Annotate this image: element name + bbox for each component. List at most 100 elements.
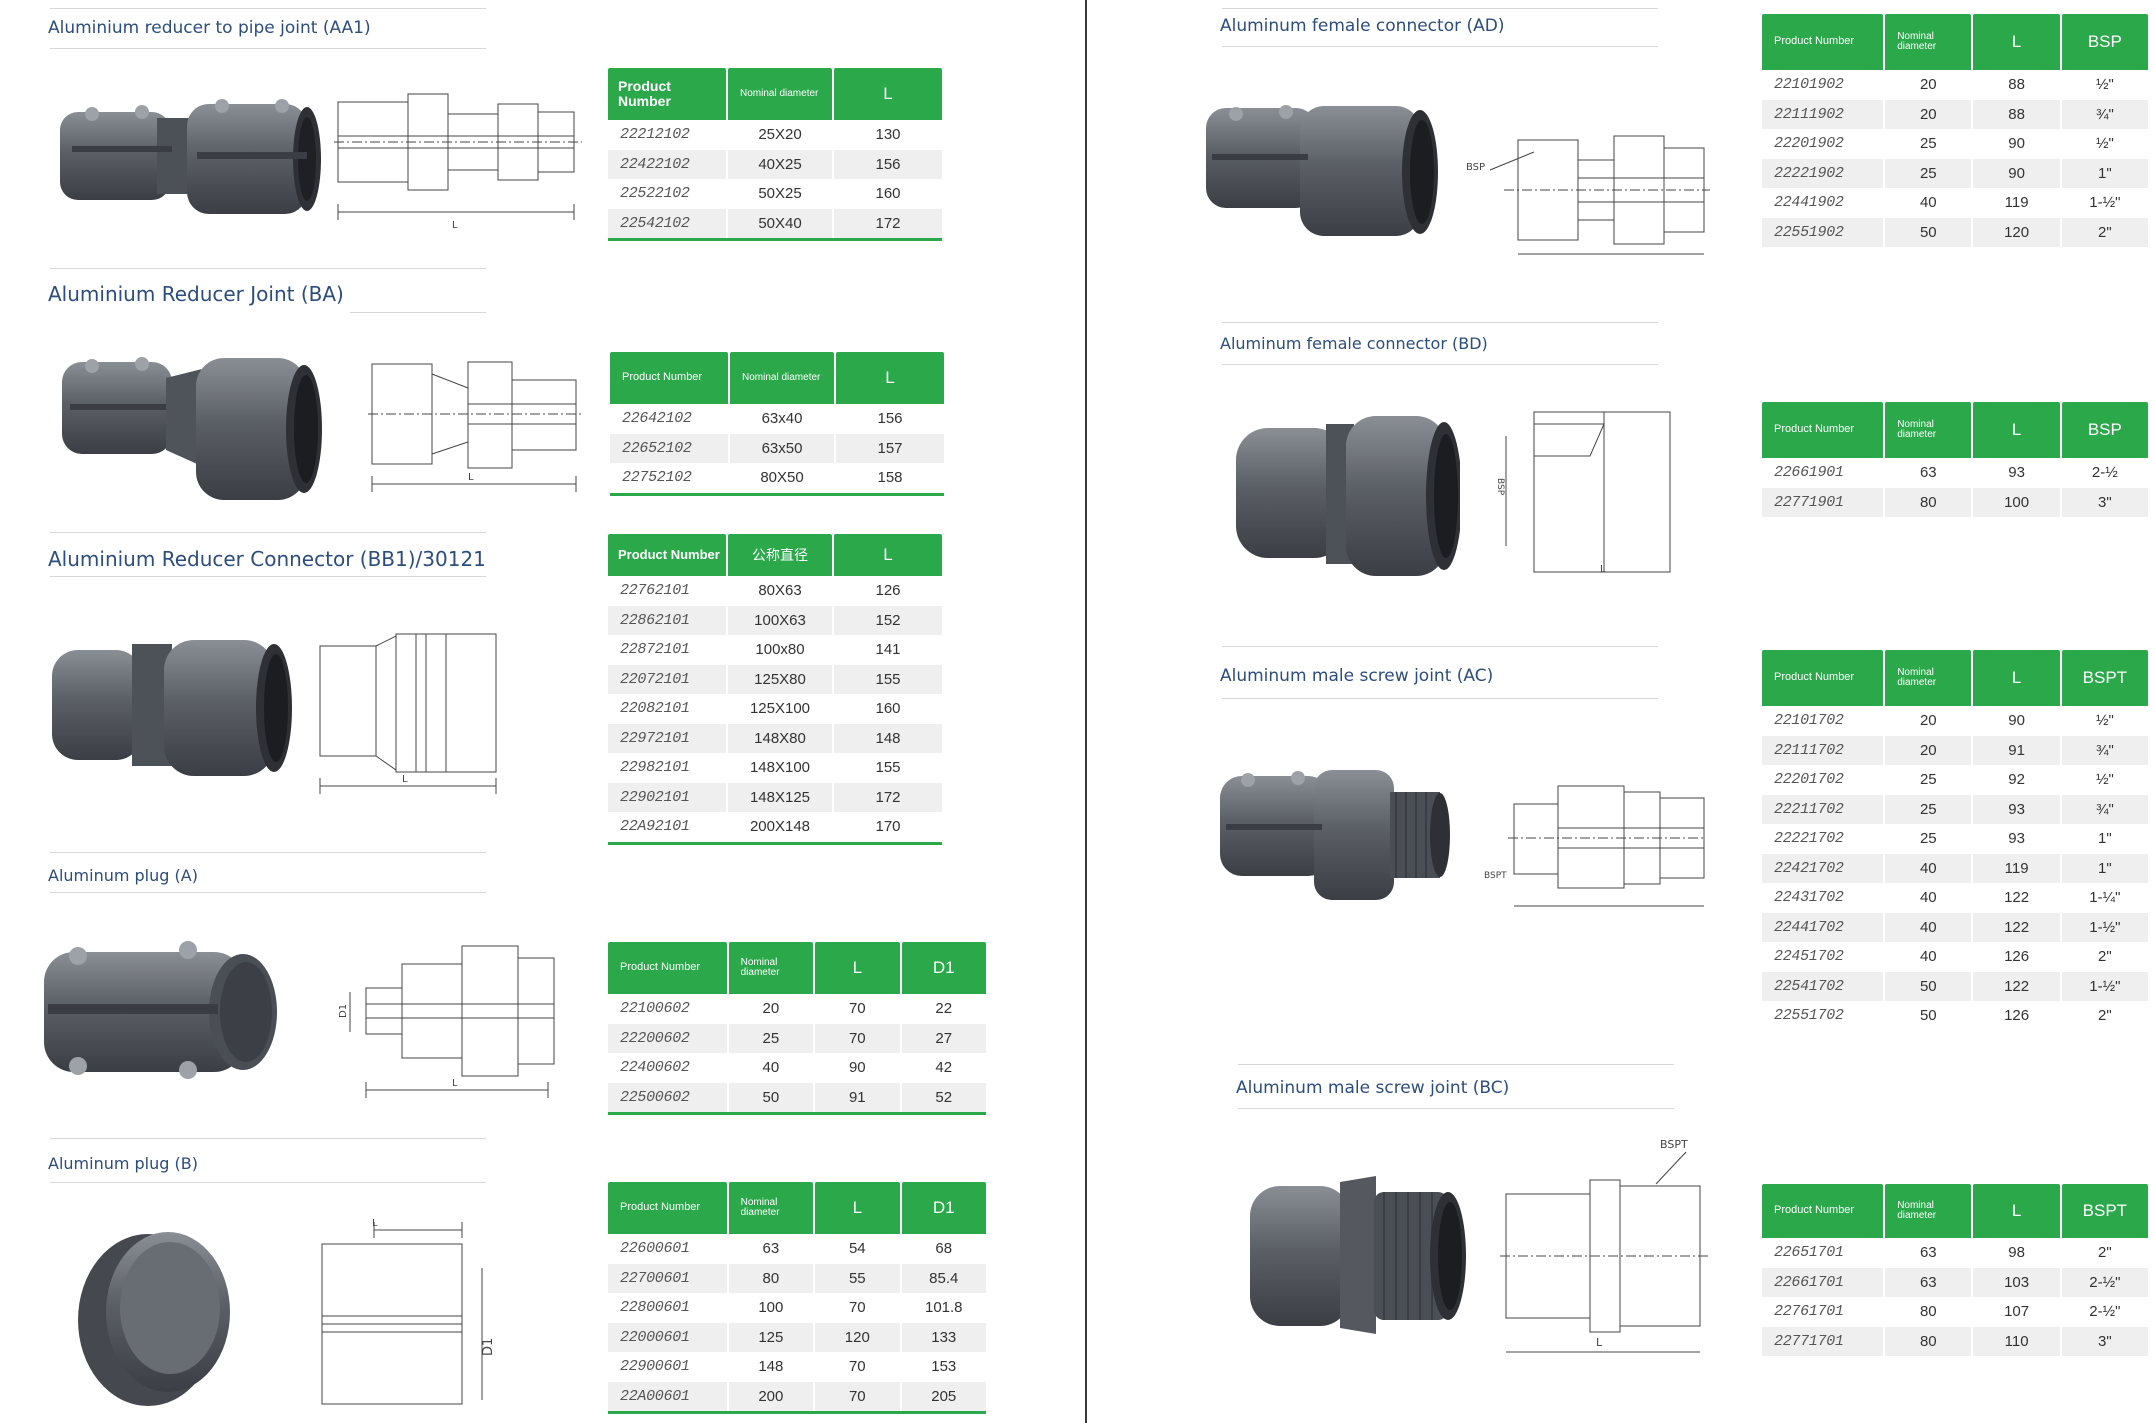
product-number-cell: 22862101	[608, 605, 726, 635]
product-number-cell: 22082101	[620, 700, 690, 718]
product-number-cell: 22900601	[620, 1358, 690, 1376]
column-header: L	[1973, 402, 2060, 458]
column-header: Nominal diameter	[730, 352, 834, 404]
column-header: Nominal diameter	[1885, 402, 1972, 458]
technical-drawing-plug-b: L D1	[321, 1218, 496, 1405]
column-header: Product Number	[1762, 650, 1884, 706]
table-cell: 63x50	[730, 433, 834, 463]
technical-drawing-ad: BSP	[1466, 135, 1710, 255]
section-rule	[1222, 8, 1658, 9]
technical-drawing-bd: BSP L	[1495, 411, 1671, 575]
table-cell: 70	[815, 1023, 900, 1053]
table-cell: ¾"	[2061, 794, 2148, 824]
table-cell: 70	[848, 1000, 866, 1018]
section-rule	[1222, 646, 1658, 647]
table-cell: 126	[2004, 948, 2030, 966]
table-cell: 80X50	[760, 469, 804, 487]
product-number-cell: 22551702	[1774, 1007, 1844, 1025]
column-header: L	[815, 1182, 900, 1234]
section-title-ba: Aluminium Reducer Joint (BA)	[48, 282, 344, 306]
table-cell: 80	[1885, 487, 1972, 517]
technical-drawing-ac: BSPT	[1484, 785, 1706, 907]
column-header: BSP	[2061, 14, 2148, 70]
product-number-cell: 22200602	[608, 1023, 727, 1053]
table-cell: 91	[815, 1082, 900, 1112]
product-number-cell: 22902101	[608, 782, 726, 812]
table-cell: 157	[836, 433, 944, 463]
column-header: L	[834, 68, 942, 120]
table-cell: 93	[2008, 830, 2025, 848]
table-cell: 20	[1919, 76, 1937, 94]
table-cell: 155	[834, 664, 942, 694]
table-cell: 50	[1885, 217, 1972, 247]
column-header: Nominal diameter	[1885, 14, 1972, 70]
table-cell: 55	[815, 1263, 900, 1293]
table-cell: 148	[834, 723, 942, 753]
table-cell: 153	[931, 1358, 957, 1376]
table-cell: 1-¼"	[2089, 889, 2121, 907]
page-divider	[1085, 0, 1087, 1423]
fitting-photo-ba	[62, 357, 322, 500]
section-title-aa1: Aluminium reducer to pipe joint (AA1)	[48, 18, 371, 38]
svg-text:L: L	[1596, 1336, 1603, 1349]
svg-text:BSP: BSP	[1495, 478, 1505, 496]
product-number-cell: 22771901	[1762, 487, 1884, 517]
product-number-cell: 22542102	[608, 208, 726, 238]
product-number-cell: 22651701	[1774, 1244, 1844, 1262]
table-cell: 25	[1885, 158, 1972, 188]
product-number-cell: 22422102	[608, 149, 726, 179]
section-title-bd: Aluminum female connector (BD)	[1220, 334, 1488, 353]
table-cell: 119	[1973, 853, 2060, 883]
table-cell: 200X148	[749, 818, 811, 836]
table-cell: 148	[758, 1358, 784, 1376]
table-cell: 20	[1885, 99, 1972, 129]
table-cell: 20	[1885, 735, 1972, 765]
section-title-bb1: Aluminium Reducer Connector (BB1)/30121	[48, 547, 486, 571]
column-header: Product Number	[1762, 402, 1884, 458]
table-cell: 126	[2004, 1007, 2030, 1025]
table-cell: 160	[875, 185, 901, 203]
table-cell: 40	[762, 1059, 780, 1077]
svg-text:L: L	[468, 472, 474, 483]
table-cell: 170	[875, 818, 901, 836]
product-number-cell: 22541702	[1762, 971, 1884, 1001]
table-cell: 50X40	[728, 208, 832, 238]
spec-table-aa1: Product Number Nominal diameter L 222121…	[606, 68, 944, 241]
table-cell: 141	[875, 641, 901, 659]
spec-table-bc: Product Number Nominal diameter L BSPT 2…	[1760, 1184, 2150, 1356]
column-header: D1	[901, 942, 986, 994]
column-header: L	[834, 534, 942, 576]
product-number-cell: 22221702	[1774, 830, 1844, 848]
product-number-cell: 22072101	[608, 664, 726, 694]
section-rule	[50, 892, 486, 893]
svg-text:L: L	[402, 774, 408, 785]
column-header: Product Number	[608, 534, 726, 576]
table-cell: 70	[815, 1381, 900, 1411]
column-header: D1	[901, 1182, 986, 1234]
section-title-plug-b: Aluminum plug (B)	[48, 1154, 198, 1173]
table-cell: 100	[1973, 487, 2060, 517]
product-number-cell: 22762101	[620, 582, 690, 600]
column-header: 公称直径	[728, 534, 832, 576]
product-number-cell: 22522102	[620, 185, 690, 203]
section-rule	[1222, 364, 1658, 365]
table-cell: ¾"	[2061, 735, 2148, 765]
table-cell: 70	[848, 1358, 866, 1376]
product-number-cell: 22400602	[620, 1059, 690, 1077]
column-header: Product Number	[1762, 14, 1884, 70]
product-number-cell: 22700601	[608, 1263, 727, 1293]
table-cell: 93	[2008, 464, 2025, 482]
